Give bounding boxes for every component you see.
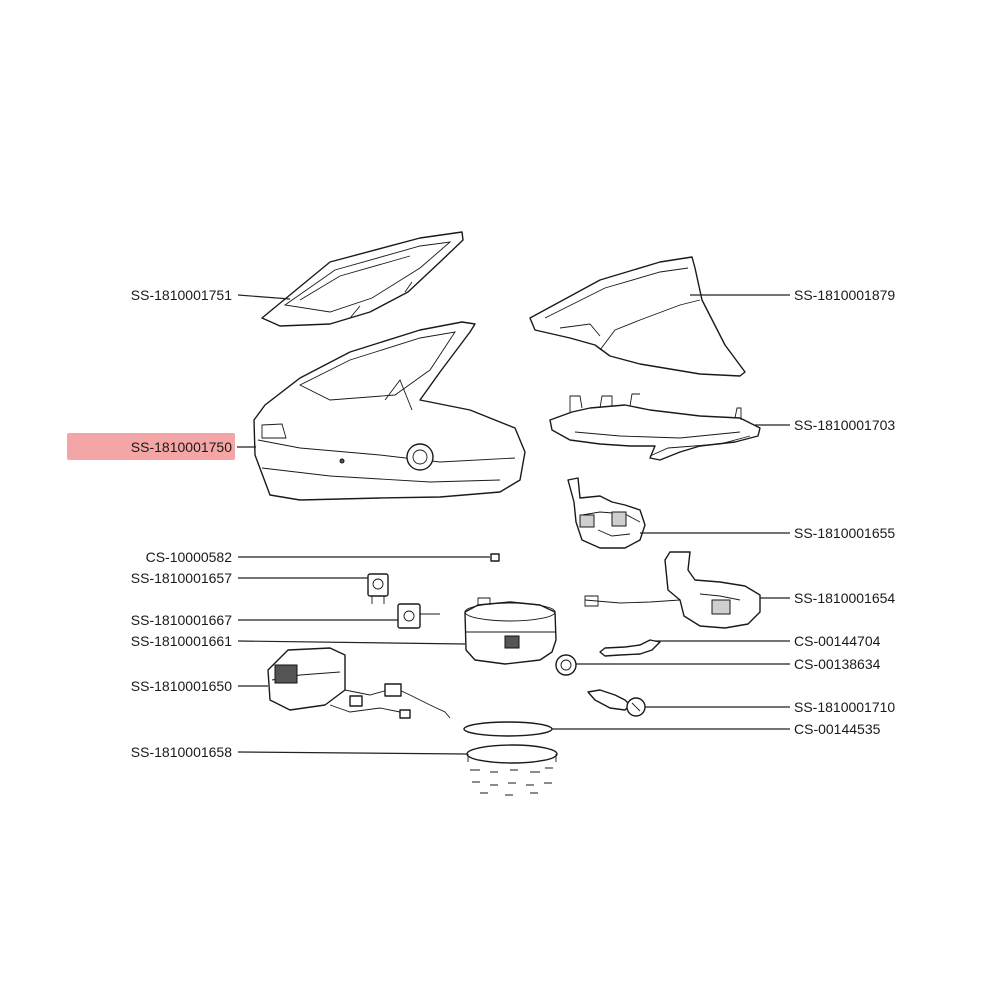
label-ss-1810001710[interactable]: SS-1810001710 — [794, 699, 895, 715]
label-ss-1810001650[interactable]: SS-1810001650 — [131, 678, 232, 694]
label-cs-00138634[interactable]: CS-00138634 — [794, 656, 881, 672]
label-ss-1810001667[interactable]: SS-1810001667 — [131, 612, 232, 628]
part-valve-block[interactable] — [567, 477, 646, 549]
label-ss-1810001657[interactable]: SS-1810001657 — [131, 570, 232, 586]
label-ss-1810001654[interactable]: SS-1810001654 — [794, 590, 895, 606]
part-mica-sheet[interactable] — [463, 721, 553, 737]
part-small-connector[interactable] — [490, 553, 500, 562]
part-frame[interactable] — [549, 393, 761, 461]
part-thermostat[interactable] — [397, 603, 440, 629]
part-switch[interactable] — [367, 573, 389, 604]
label-cs-10000582[interactable]: CS-10000582 — [146, 549, 233, 565]
part-heating-plate[interactable] — [466, 744, 558, 796]
part-water-tank[interactable] — [529, 256, 746, 377]
part-pump[interactable] — [584, 551, 761, 629]
label-ss-1810001879[interactable]: SS-1810001879 — [794, 287, 895, 303]
part-base-housing[interactable] — [253, 321, 526, 501]
part-top-lid[interactable] — [261, 231, 464, 327]
selected-label-highlight — [67, 433, 235, 460]
label-ss-1810001658[interactable]: SS-1810001658 — [131, 744, 232, 760]
label-ss-1810001751[interactable]: SS-1810001751 — [131, 287, 232, 303]
label-ss-1810001661[interactable]: SS-1810001661 — [131, 633, 232, 649]
label-cs-00144704[interactable]: CS-00144704 — [794, 633, 881, 649]
leader-lines — [237, 294, 790, 755]
part-gasket[interactable] — [555, 654, 577, 676]
label-ss-1810001703[interactable]: SS-1810001703 — [794, 417, 895, 433]
label-cs-00144535[interactable]: CS-00144535 — [794, 721, 881, 737]
part-wiring-harness[interactable] — [267, 647, 451, 719]
part-boiler[interactable] — [464, 597, 557, 665]
part-sensor[interactable] — [587, 689, 646, 717]
label-ss-1810001750[interactable]: SS-1810001750 — [131, 439, 232, 455]
label-ss-1810001655[interactable]: SS-1810001655 — [794, 525, 895, 541]
part-hose[interactable] — [599, 639, 661, 657]
